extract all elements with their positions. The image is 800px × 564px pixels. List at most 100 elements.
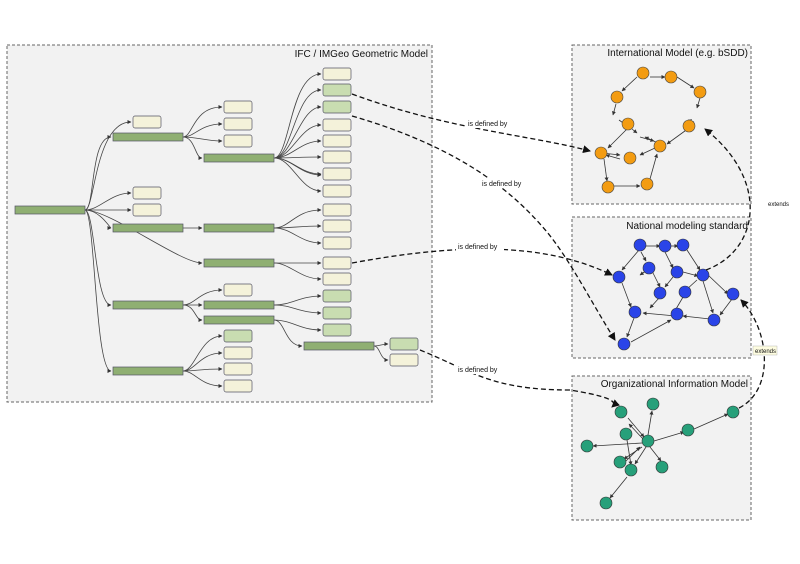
tree-node	[203, 300, 275, 310]
tree-nodes	[14, 67, 419, 393]
geometric-model-title: IFC / IMGeo Geometric Model	[295, 49, 428, 60]
graph-node	[726, 405, 740, 419]
tree-node	[203, 153, 275, 163]
tree-leaf	[223, 379, 253, 393]
tree-node	[203, 223, 275, 233]
relation-labels: is defined by is defined by is defined b…	[456, 118, 790, 374]
relation-extends-1	[704, 128, 751, 271]
label-defined-by-4: is defined by	[458, 367, 498, 374]
tree-node	[112, 223, 184, 233]
tree-leaf	[322, 306, 352, 320]
relation-defined-by-4	[419, 349, 620, 408]
tree-leaf	[132, 115, 162, 129]
organizational-nodes	[580, 397, 740, 510]
national-standard-title: National modeling standard	[626, 221, 748, 232]
graph-node	[653, 286, 667, 300]
graph-node	[696, 268, 710, 282]
tree-leaf	[132, 186, 162, 200]
tree-leaf	[389, 337, 419, 351]
graph-node	[617, 337, 631, 351]
tree-node	[112, 366, 184, 376]
tree-node	[112, 300, 184, 310]
label-defined-by-2: is defined by	[482, 181, 522, 188]
label-defined-by-1: is defined by	[468, 121, 508, 128]
tree-leaf	[223, 134, 253, 148]
graph-node	[613, 455, 627, 469]
tree-leaf	[322, 83, 352, 97]
graph-node	[636, 66, 650, 80]
tree-leaf	[322, 272, 352, 286]
graph-node	[646, 397, 660, 411]
graph-node	[693, 85, 707, 99]
tree-leaf	[322, 118, 352, 132]
graph-node	[624, 463, 638, 477]
graph-node	[682, 119, 696, 133]
graph-node	[658, 239, 672, 253]
tree-leaf	[223, 117, 253, 131]
organizational-model-title: Organizational Information Model	[601, 379, 748, 390]
tree-leaf	[322, 256, 352, 270]
tree-node	[203, 258, 275, 268]
national-nodes	[612, 238, 740, 351]
tree-node	[112, 132, 184, 142]
graph-node	[610, 90, 624, 104]
organizational-model-panel: Organizational Information Model	[571, 375, 752, 521]
graph-node	[726, 287, 740, 301]
tree-leaf	[223, 283, 253, 297]
cross-relations	[351, 93, 766, 409]
graph-node	[633, 238, 647, 252]
graph-node	[653, 139, 667, 153]
graph-node	[612, 270, 626, 284]
graph-node	[580, 439, 594, 453]
graph-node	[670, 307, 684, 321]
tree-leaf	[322, 134, 352, 148]
tree-leaf	[322, 289, 352, 303]
relation-extends-2	[738, 299, 766, 409]
organizational-graph	[592, 410, 729, 499]
graph-node	[676, 238, 690, 252]
tree-edges	[84, 72, 389, 388]
graph-node	[599, 496, 613, 510]
label-extends-2: extends	[755, 349, 776, 355]
graph-node	[642, 261, 656, 275]
tree-leaf	[322, 219, 352, 233]
international-graph	[601, 75, 701, 188]
graph-node	[594, 146, 608, 160]
international-model-title: International Model (e.g. bSDD)	[607, 48, 748, 59]
graph-node	[619, 427, 633, 441]
tree-node	[203, 315, 275, 325]
tree-leaf	[322, 203, 352, 217]
tree-leaf	[322, 184, 352, 198]
tree-leaf	[223, 362, 253, 376]
tree-leaf	[223, 100, 253, 114]
label-defined-by-3: is defined by	[458, 244, 498, 251]
tree-leaf	[322, 150, 352, 164]
graph-node	[678, 285, 692, 299]
graph-node	[623, 151, 637, 165]
graph-node	[601, 180, 615, 194]
graph-node	[655, 460, 669, 474]
tree-leaf	[322, 323, 352, 337]
graph-node	[670, 265, 684, 279]
relation-defined-by-2	[351, 115, 616, 341]
tree-leaf	[322, 236, 352, 250]
tree-node-root	[14, 205, 86, 215]
graph-node	[707, 313, 721, 327]
tree-leaf	[322, 67, 352, 81]
tree-leaf	[132, 203, 162, 217]
international-nodes	[594, 66, 707, 194]
graph-node	[640, 177, 654, 191]
graph-node	[614, 405, 628, 419]
tree-node	[303, 341, 375, 351]
tree-leaf	[223, 346, 253, 360]
graph-node	[628, 305, 642, 319]
international-model-panel: International Model (e.g. bSDD)	[571, 44, 752, 205]
tree-leaf	[389, 353, 419, 367]
graph-node	[664, 70, 678, 84]
tree-leaf	[322, 167, 352, 181]
tree-leaf	[223, 329, 253, 343]
relation-defined-by-1	[351, 93, 591, 154]
label-extends-1: extends	[768, 202, 789, 208]
graph-node	[641, 434, 655, 448]
